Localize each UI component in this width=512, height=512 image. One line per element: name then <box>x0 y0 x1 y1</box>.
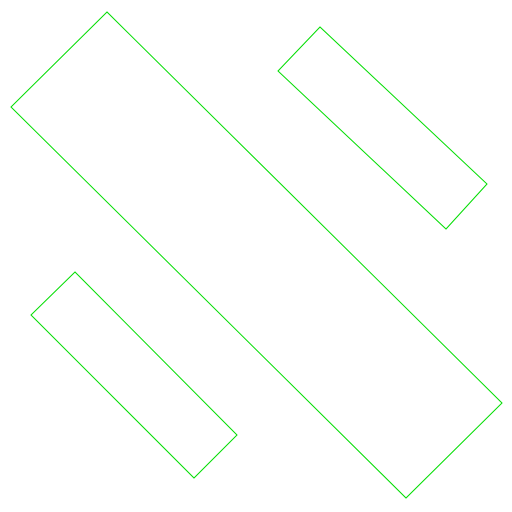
lower-left-diagonal-rectangle <box>30 271 238 479</box>
upper-right-diagonal-rectangle <box>277 26 488 230</box>
large-diagonal-rectangle <box>10 11 503 499</box>
